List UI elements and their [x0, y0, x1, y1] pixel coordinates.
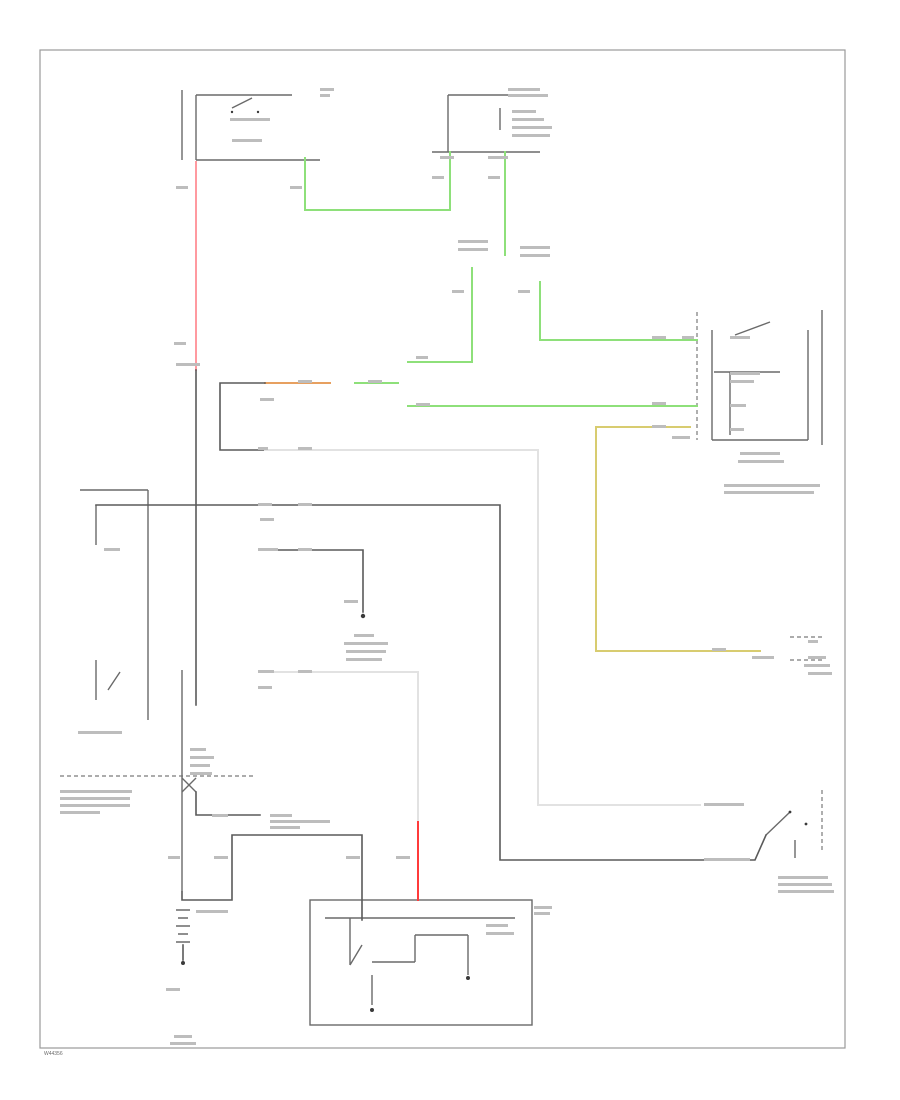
- transmission-switch: [432, 94, 540, 153]
- starter-motor: [309, 899, 533, 1026]
- sensor-connector: [790, 636, 822, 661]
- wire-white-long: [264, 449, 701, 806]
- wire-black-pcm: [195, 791, 261, 816]
- label-marks: [60, 88, 834, 1045]
- diagram-frame: [39, 49, 846, 1049]
- battery: [176, 909, 190, 965]
- wire-black-battery: [181, 834, 363, 921]
- pcm-box: [60, 670, 256, 892]
- ignition-switch: [181, 90, 320, 161]
- wire-green-3: [407, 267, 473, 363]
- figure-code: W44356: [44, 1051, 63, 1057]
- wire-green-4: [539, 281, 698, 341]
- wire-yellow: [595, 426, 761, 652]
- instrument-cluster: [696, 310, 823, 445]
- wire-black-505: [95, 504, 768, 861]
- start-relay: [80, 489, 149, 720]
- wire-black-loop: [219, 382, 266, 451]
- wire-white-starter: [261, 671, 419, 823]
- wire-black-ground: [261, 549, 364, 613]
- pedal-switch: [765, 790, 823, 858]
- wire-green-1: [304, 151, 451, 211]
- ground-point: [360, 613, 366, 619]
